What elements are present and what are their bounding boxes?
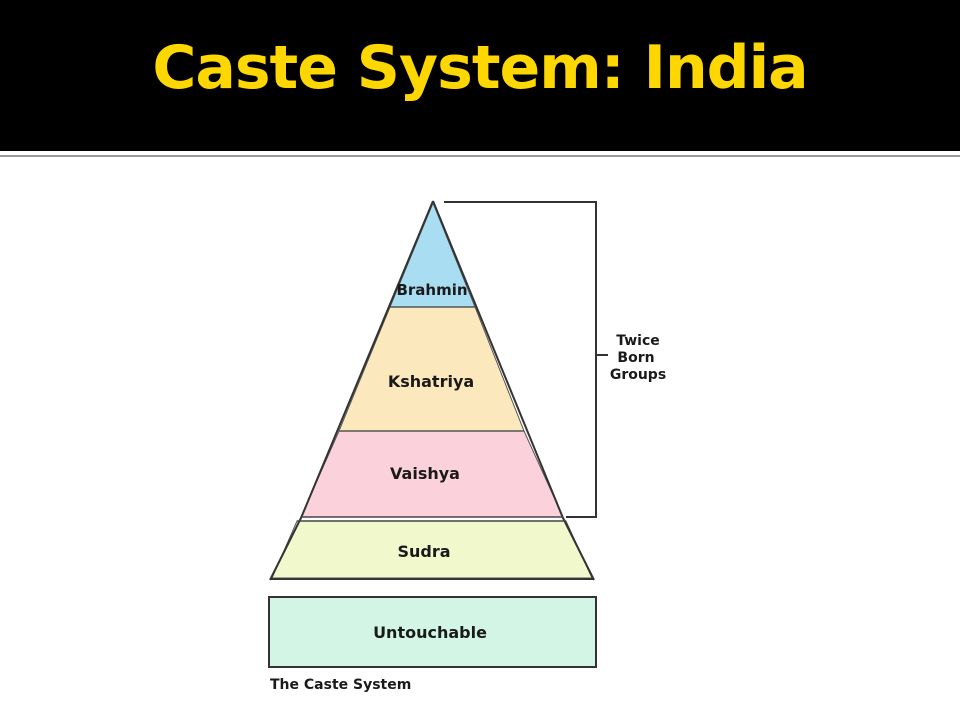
- pyramid-right-edge: [432, 200, 595, 581]
- tier-untouchable-box: [268, 596, 597, 668]
- bracket-label-line-3: Groups: [610, 367, 666, 383]
- tier-label-vaishya: Vaishya: [390, 464, 460, 483]
- tier-label-brahmin: Brahmin: [396, 281, 467, 299]
- slide-title: Caste System: India: [152, 33, 808, 103]
- tier-kshatriya-band: [338, 306, 525, 432]
- bracket-label-line-2: Born: [617, 350, 654, 366]
- title-bar: Caste System: India: [0, 0, 960, 150]
- pyramid-left-edge: [269, 200, 434, 581]
- tier-label-untouchable: Untouchable: [373, 623, 487, 642]
- tier-label-kshatriya: Kshatriya: [388, 372, 474, 391]
- title-divider: [0, 151, 960, 155]
- tier-label-sudra: Sudra: [397, 542, 450, 561]
- title-divider-shadow: [0, 155, 960, 157]
- twice-born-bracket: [444, 201, 597, 518]
- bracket-label-line-1: Twice: [616, 333, 660, 349]
- diagram-caption: The Caste System: [270, 677, 411, 693]
